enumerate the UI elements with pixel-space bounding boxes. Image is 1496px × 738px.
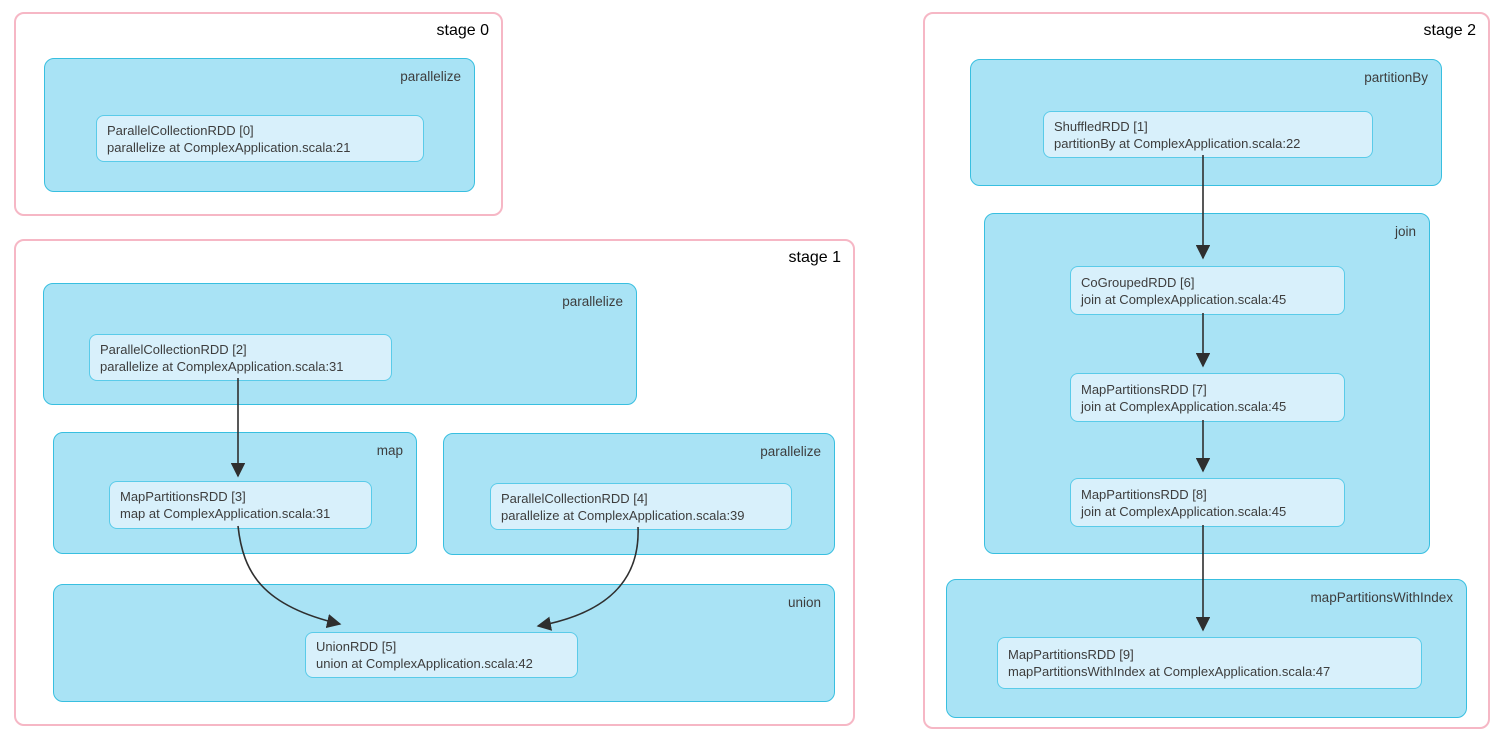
stage-title: stage 2 [1423,22,1476,39]
operation-label: mapPartitionsWithIndex [1310,590,1453,605]
operation-scope-partitionby: partitionBy ShuffledRDD [1] partitionBy … [970,59,1442,186]
rdd-node-callsite: union at ComplexApplication.scala:42 [316,656,533,671]
rdd-node-name: ParallelCollectionRDD [2] [100,341,247,357]
rdd-node-name: MapPartitionsRDD [9] [1008,647,1134,662]
operation-label: map [376,443,403,458]
rdd-node-callsite: partitionBy at ComplexApplication.scala:… [1054,135,1301,151]
rdd-node-name: ParallelCollectionRDD [0] [107,122,254,138]
rdd-node[interactable]: ParallelCollectionRDD [4] parallelize at… [490,483,792,530]
rdd-node[interactable]: ParallelCollectionRDD [2] parallelize at… [89,334,392,381]
stage-box-1[interactable]: stage 1 parallelize ParallelCollectionRD… [14,239,855,726]
rdd-node[interactable]: MapPartitionsRDD [8] join at ComplexAppl… [1070,478,1345,527]
rdd-node-name: ShuffledRDD [1] [1054,118,1148,134]
rdd-node[interactable]: ShuffledRDD [1] partitionBy at ComplexAp… [1043,111,1373,158]
operation-label: parallelize [400,69,461,84]
rdd-node[interactable]: CoGroupedRDD [6] join at ComplexApplicat… [1070,266,1345,315]
stage-title: stage 0 [436,22,489,39]
rdd-node-name: CoGroupedRDD [6] [1081,274,1195,290]
rdd-node-name: MapPartitionsRDD [8] [1081,486,1207,502]
operation-label: union [787,595,821,610]
rdd-node-callsite: map at ComplexApplication.scala:31 [120,506,331,521]
rdd-node-name: MapPartitionsRDD [7] [1081,381,1207,397]
operation-scope-map: map MapPartitionsRDD [3] map at ComplexA… [53,432,417,554]
stage-title: stage 1 [788,249,841,266]
operation-label: parallelize [760,444,821,459]
operation-label: parallelize [562,294,623,309]
operation-label: join [1394,224,1416,239]
rdd-node[interactable]: MapPartitionsRDD [7] join at ComplexAppl… [1070,373,1345,422]
operation-scope-parallelize: parallelize ParallelCollectionRDD [4] pa… [443,433,835,555]
rdd-node-name: UnionRDD [5] [316,639,397,654]
rdd-node-callsite: join at ComplexApplication.scala:45 [1081,398,1287,414]
operation-label: partitionBy [1364,70,1428,85]
rdd-node-callsite: parallelize at ComplexApplication.scala:… [100,358,344,374]
rdd-node-callsite: join at ComplexApplication.scala:45 [1081,503,1287,519]
operation-scope-mappartitionswithindex: mapPartitionsWithIndex MapPartitionsRDD … [946,579,1467,718]
stage-box-2[interactable]: stage 2 partitionBy ShuffledRDD [1] part… [923,12,1490,729]
operation-scope-union: union UnionRDD [5] union at ComplexAppli… [53,584,835,702]
rdd-node[interactable]: MapPartitionsRDD [9] mapPartitionsWithIn… [997,637,1422,689]
operation-scope-parallelize: parallelize ParallelCollectionRDD [2] pa… [43,283,637,405]
rdd-node-callsite: parallelize at ComplexApplication.scala:… [501,507,745,523]
rdd-node[interactable]: ParallelCollectionRDD [0] parallelize at… [96,115,424,162]
operation-scope-parallelize: parallelize ParallelCollectionRDD [0] pa… [44,58,475,192]
stage-box-0[interactable]: stage 0 parallelize ParallelCollectionRD… [14,12,503,216]
rdd-node[interactable]: MapPartitionsRDD [3] map at ComplexAppli… [109,481,372,529]
operation-scope-join: join CoGroupedRDD [6] join at ComplexApp… [984,213,1430,554]
rdd-node-callsite: parallelize at ComplexApplication.scala:… [107,139,351,155]
rdd-node-name: ParallelCollectionRDD [4] [501,490,648,506]
rdd-node[interactable]: UnionRDD [5] union at ComplexApplication… [305,632,578,678]
rdd-node-callsite: join at ComplexApplication.scala:45 [1081,291,1287,307]
rdd-node-callsite: mapPartitionsWithIndex at ComplexApplica… [1008,664,1331,679]
rdd-node-name: MapPartitionsRDD [3] [120,489,246,504]
